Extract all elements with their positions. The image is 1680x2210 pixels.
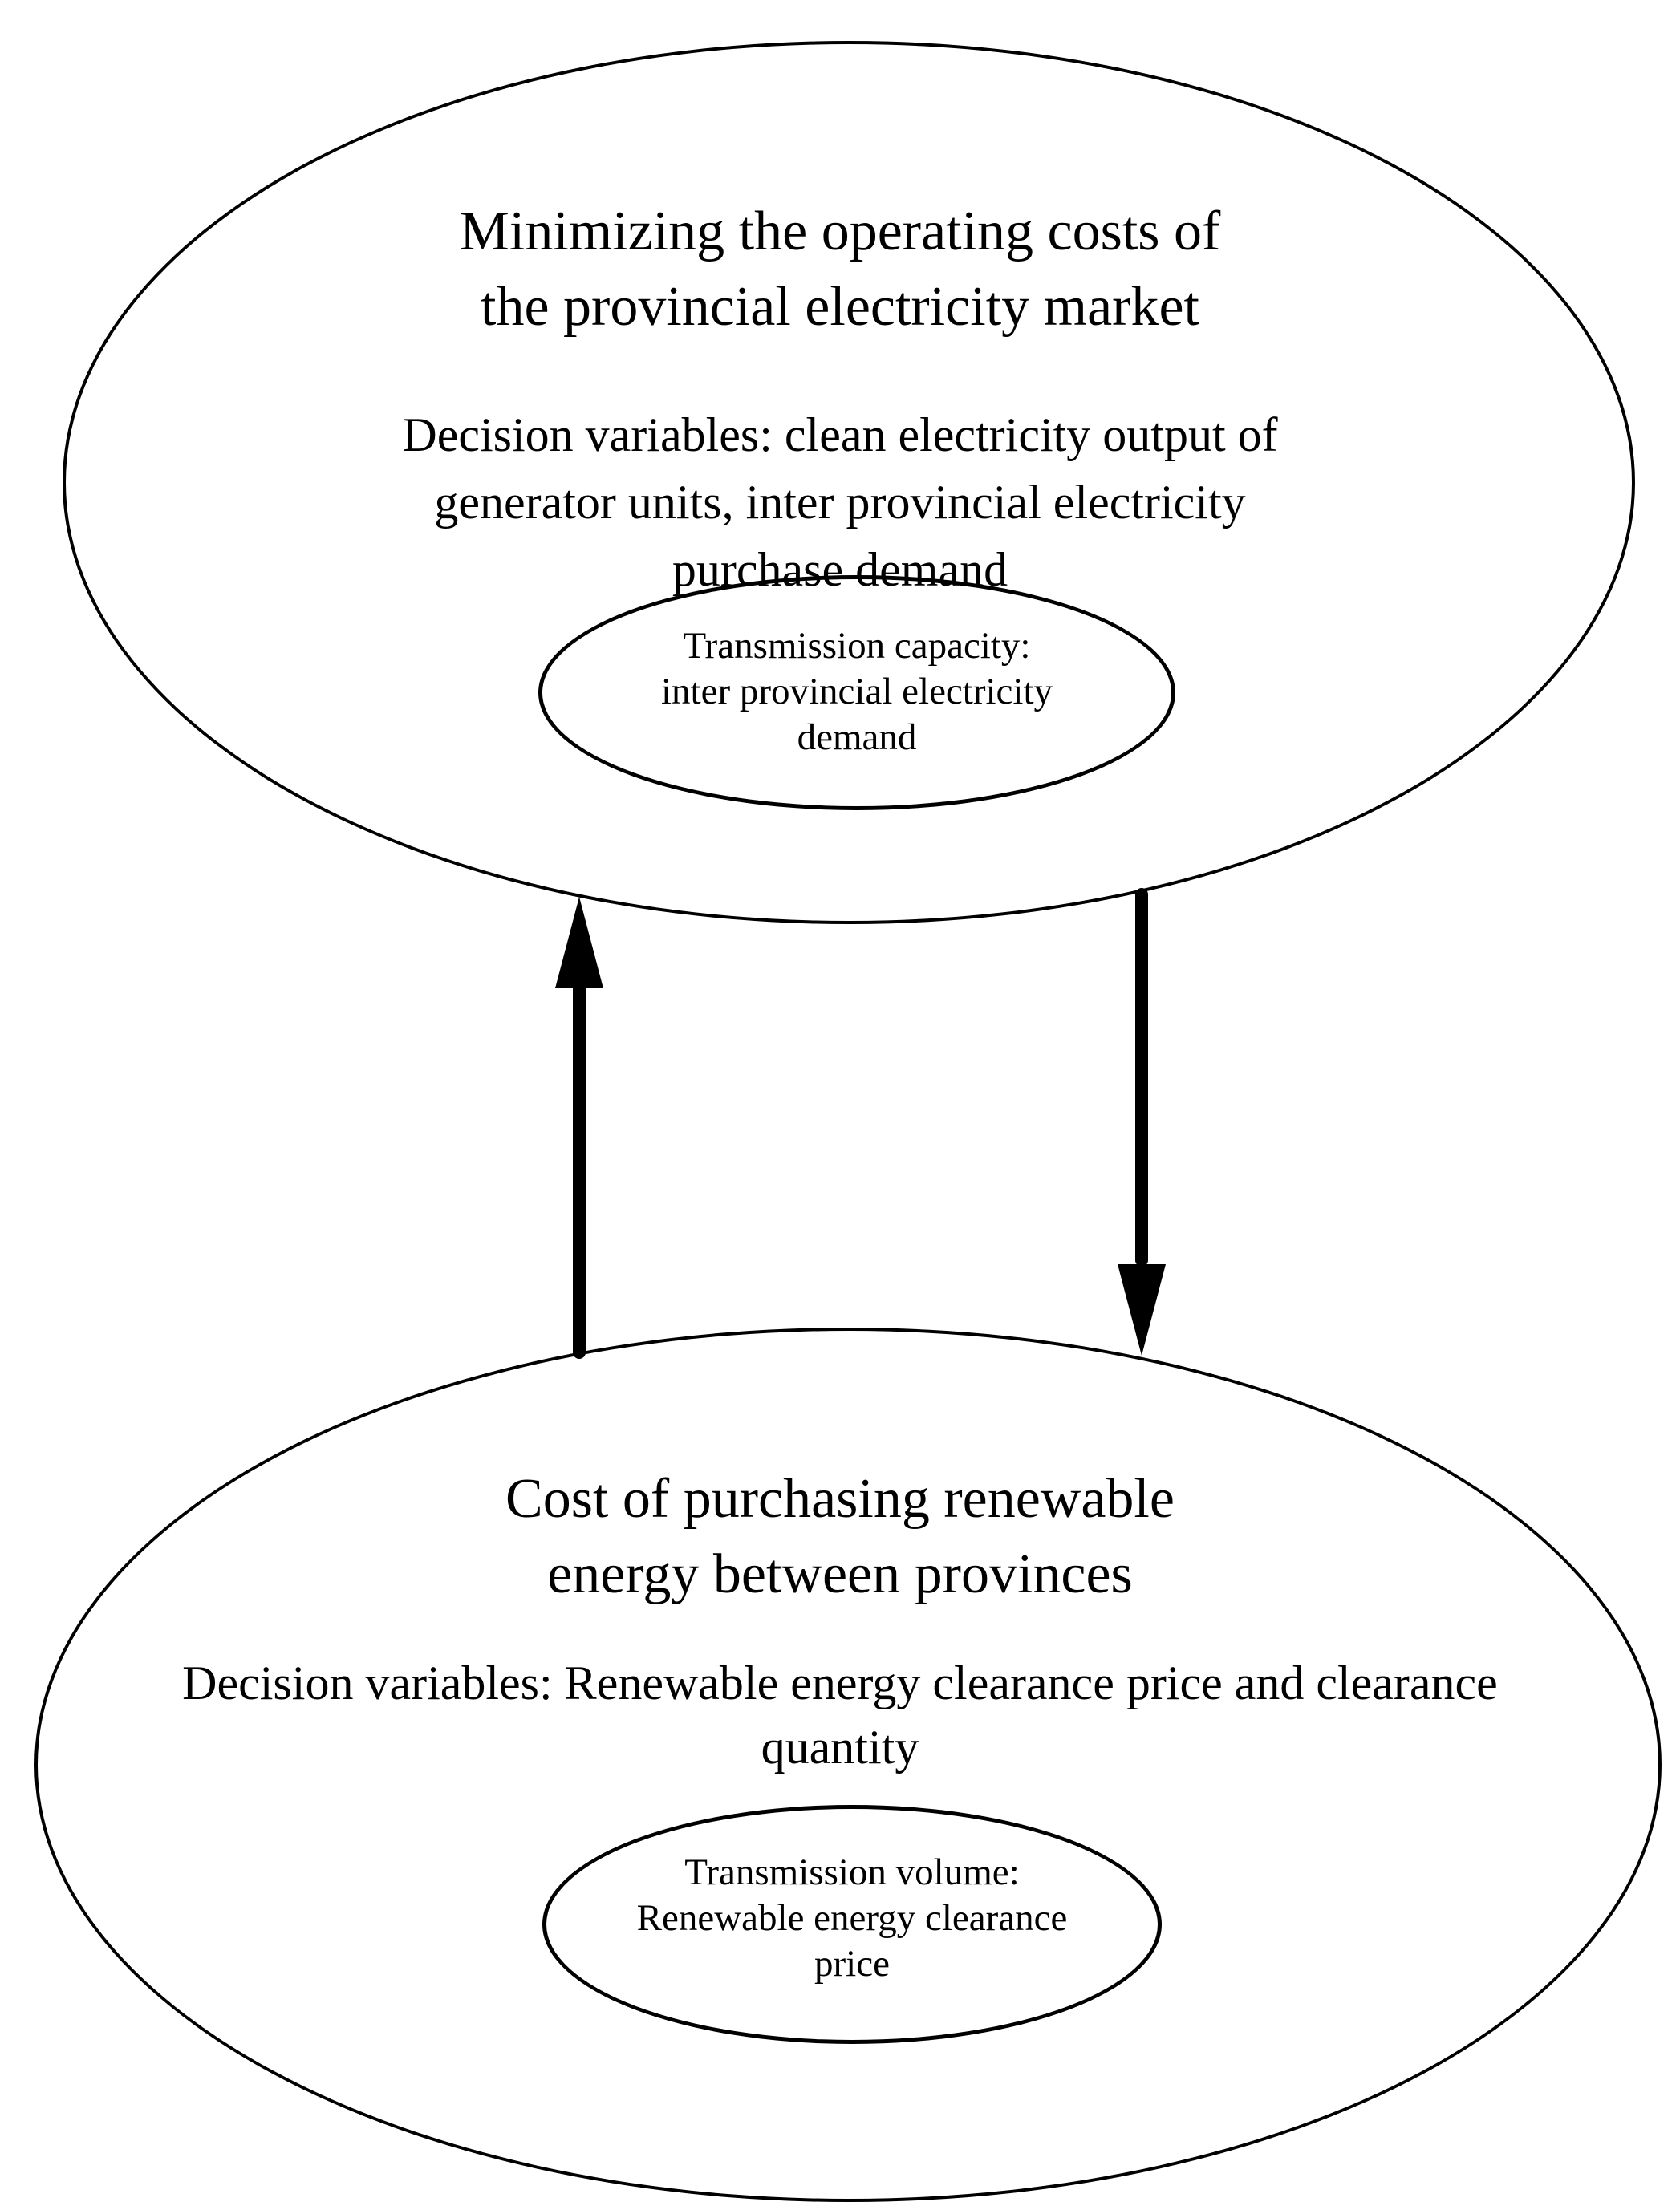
bottom-ellipse	[34, 1328, 1662, 2202]
top-constraint-text: Transmission capacity: inter provincial …	[660, 625, 1053, 758]
bottom-ellipse-title: Cost of purchasing renewable energy betw…	[505, 1468, 1175, 1605]
up-arrow-icon	[555, 897, 603, 1359]
top-ellipse-decision-variables: Decision variables: clean electricity ou…	[402, 408, 1278, 596]
down-arrow-head	[1118, 1264, 1166, 1356]
bottom-constraint-text: Transmission volume: Renewable energy cl…	[636, 1851, 1068, 1985]
up-arrow-head	[555, 897, 603, 988]
top-constraint-ellipse	[538, 575, 1175, 810]
down-arrow-icon	[1118, 888, 1166, 1356]
top-ellipse	[63, 41, 1635, 924]
bottom-ellipse-decision-variables: Decision variables: Renewable energy cle…	[182, 1656, 1498, 1774]
bottom-constraint-ellipse	[542, 1805, 1162, 2044]
top-ellipse-title: Minimizing the operating costs of the pr…	[459, 201, 1221, 338]
